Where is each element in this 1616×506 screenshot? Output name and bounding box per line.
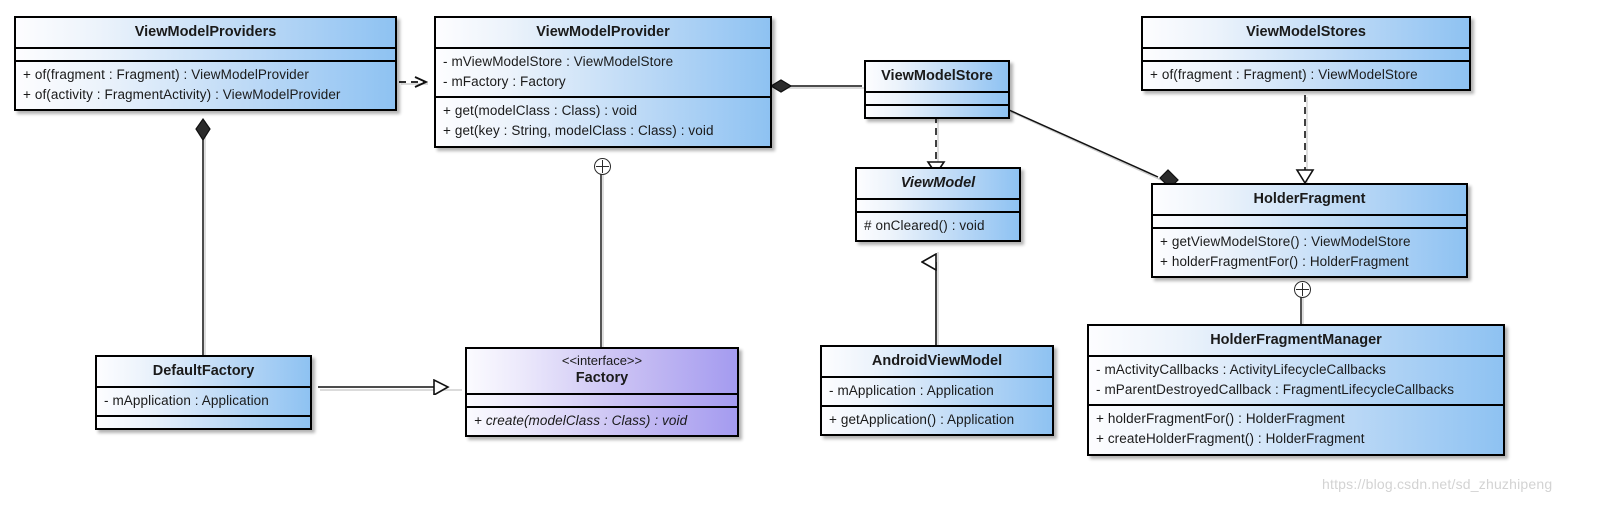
class-title: Factory (575, 369, 629, 386)
class-title: ViewModelProviders (134, 24, 277, 40)
methods-compartment: + of(fragment : Fragment) : ViewModelPro… (16, 62, 395, 110)
method-row: + of(fragment : Fragment) : ViewModelPro… (23, 66, 309, 82)
divider (1089, 404, 1503, 407)
methods-compartment (866, 106, 1008, 117)
class-title: AndroidViewModel (871, 353, 1003, 369)
attributes-compartment (16, 49, 395, 60)
divider (822, 404, 1052, 407)
methods-compartment: + create(modelClass : Class) : void (467, 408, 737, 435)
class-box-default-factory[interactable]: DefaultFactory - mApplication : Applicat… (95, 355, 312, 430)
divider (436, 46, 770, 49)
method-row: + create(modelClass : Class) : void (474, 412, 688, 428)
divider (857, 197, 1019, 200)
class-box-view-model-store[interactable]: ViewModelStore (864, 60, 1010, 119)
divider (16, 46, 395, 49)
divider (857, 210, 1019, 213)
class-title: HolderFragment (1253, 191, 1366, 207)
attributes-compartment (1153, 216, 1466, 227)
attribute-row: - mViewModelStore : ViewModelStore (443, 53, 674, 69)
edge-composition-providers-defaultfactory (195, 117, 211, 355)
method-row: + of(activity : FragmentActivity) : View… (23, 86, 341, 102)
attribute-row: - mApplication : Application (829, 382, 994, 398)
divider (1143, 46, 1469, 49)
class-box-holder-fragment[interactable]: HolderFragment + getViewModelStore() : V… (1151, 183, 1468, 279)
divider (1089, 354, 1503, 357)
methods-compartment: # onCleared() : void (857, 213, 1019, 240)
attributes-compartment (467, 395, 737, 406)
divider (16, 59, 395, 62)
nested-class-plus-icon-factory (594, 158, 611, 175)
stereotype-label: <<interface>> (561, 353, 643, 368)
attribute-row: - mActivityCallbacks : ActivityLifecycle… (1096, 361, 1386, 377)
divider (467, 405, 737, 408)
methods-compartment: + holderFragmentFor() : HolderFragment +… (1089, 406, 1503, 454)
divider (866, 103, 1008, 106)
divider (866, 90, 1008, 93)
attributes-compartment (1143, 49, 1469, 60)
methods-compartment: + getApplication() : Application (822, 407, 1052, 434)
attribute-row: - mParentDestroyedCallback : FragmentLif… (1096, 381, 1455, 397)
method-row: + holderFragmentFor() : HolderFragment (1160, 253, 1409, 269)
attributes-compartment: - mActivityCallbacks : ActivityLifecycle… (1089, 357, 1503, 405)
methods-compartment: + getViewModelStore() : ViewModelStore +… (1153, 229, 1466, 277)
class-title: ViewModelStore (881, 68, 993, 84)
attributes-compartment: - mApplication : Application (97, 388, 310, 415)
methods-compartment: + of(fragment : Fragment) : ViewModelSto… (1143, 62, 1469, 89)
attributes-compartment (866, 93, 1008, 104)
class-title: ViewModelStores (1246, 24, 1366, 40)
method-row: + createHolderFragment() : HolderFragmen… (1096, 431, 1365, 447)
edge-dependency-store-viewmodel (926, 116, 946, 176)
edge-dependency-stores-holderfragment (1295, 95, 1315, 185)
attributes-compartment: - mViewModelStore : ViewModelStore - mFa… (436, 49, 770, 97)
class-box-view-model-stores[interactable]: ViewModelStores + of(fragment : Fragment… (1141, 16, 1471, 91)
divider (97, 414, 310, 417)
method-row: # onCleared() : void (864, 217, 985, 233)
class-box-view-model-providers[interactable]: ViewModelProviders + of(fragment : Fragm… (14, 16, 397, 112)
divider (1153, 213, 1466, 216)
class-title: HolderFragmentManager (1210, 332, 1382, 348)
edge-composition-store-holderfragment (1008, 109, 1179, 189)
method-row: + of(fragment : Fragment) : ViewModelSto… (1150, 66, 1418, 82)
class-box-android-view-model[interactable]: AndroidViewModel - mApplication : Applic… (820, 345, 1054, 437)
class-box-factory[interactable]: <<interface>> Factory + create(modelClas… (465, 347, 739, 437)
class-title: ViewModel (900, 175, 976, 191)
divider (1153, 226, 1466, 229)
class-title: DefaultFactory (152, 363, 255, 379)
divider (467, 392, 737, 395)
divider (822, 375, 1052, 378)
divider (1143, 59, 1469, 62)
method-row: + getApplication() : Application (829, 411, 1015, 427)
class-title: ViewModelProvider (536, 24, 670, 40)
divider (436, 96, 770, 99)
edge-composition-provider-store (769, 79, 862, 93)
divider (97, 385, 310, 388)
methods-compartment (97, 417, 310, 428)
method-row: + getViewModelStore() : ViewModelStore (1160, 233, 1411, 249)
class-box-view-model-provider[interactable]: ViewModelProvider - mViewModelStore : Vi… (434, 16, 772, 148)
method-row: + get(key : String, modelClass : Class) … (443, 123, 714, 139)
attribute-row: - mApplication : Application (104, 392, 269, 408)
attributes-compartment: - mApplication : Application (822, 378, 1052, 405)
method-row: + holderFragmentFor() : HolderFragment (1096, 411, 1345, 427)
class-box-view-model[interactable]: ViewModel # onCleared() : void (855, 167, 1021, 242)
class-box-holder-fragment-manager[interactable]: HolderFragmentManager - mActivityCallbac… (1087, 324, 1505, 456)
attributes-compartment (857, 200, 1019, 211)
watermark-text: https://blog.csdn.net/sd_zhuzhipeng (1322, 476, 1553, 492)
nested-class-plus-icon-holder-fragment-manager (1294, 281, 1311, 298)
method-row: + get(modelClass : Class) : void (443, 103, 638, 119)
attribute-row: - mFactory : Factory (443, 73, 566, 89)
methods-compartment: + get(modelClass : Class) : void + get(k… (436, 98, 770, 146)
